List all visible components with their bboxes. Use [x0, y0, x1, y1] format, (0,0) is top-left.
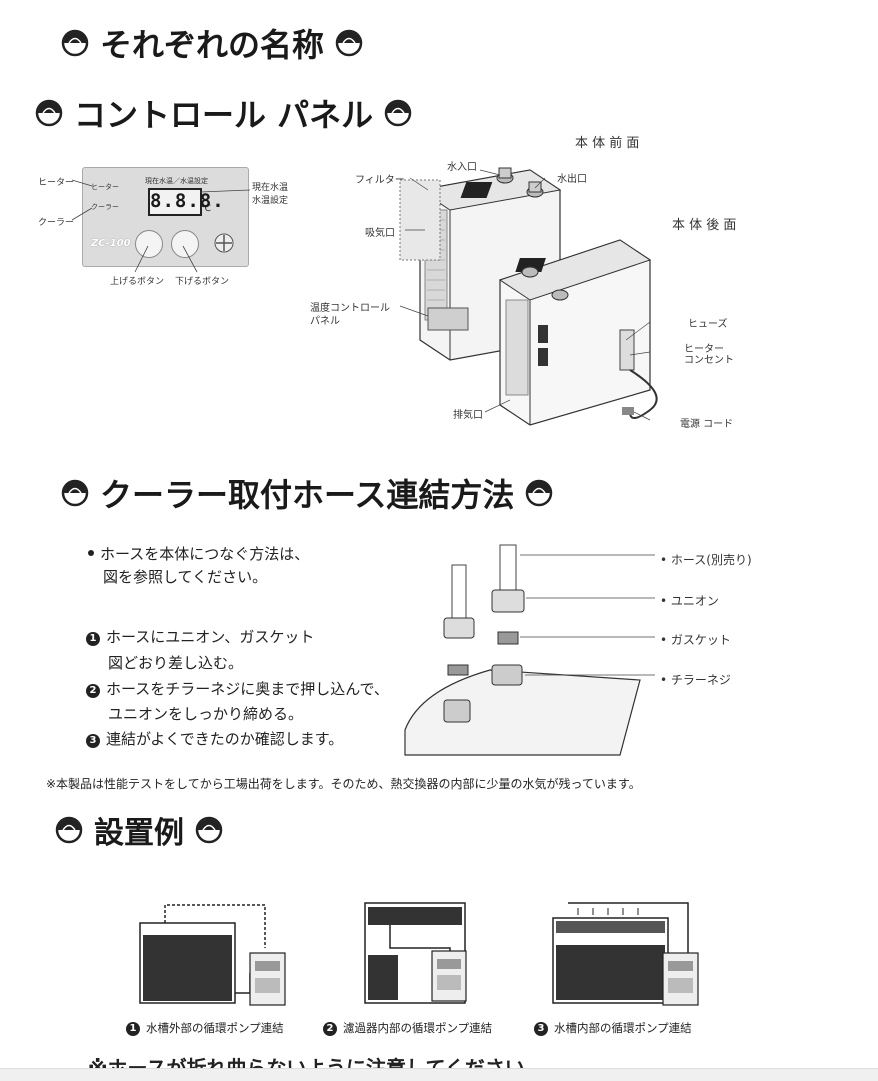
panel-heater-indicator: ヒーター	[91, 183, 119, 191]
label-temp-setting: 水温設定	[252, 196, 289, 206]
label-chiller-screw: • チラーネジ	[660, 673, 731, 687]
shell-icon	[195, 816, 223, 844]
label-power-cord: 電源 コード	[680, 419, 734, 430]
label-filter: フィルター	[355, 175, 405, 186]
cutoff-note: ※ホースが折れ曲らないように注意してください。	[88, 1056, 545, 1068]
install-example-2	[364, 902, 467, 1004]
shell-icon	[526, 479, 553, 507]
shell-icon	[61, 29, 89, 57]
heading-install: 設置例	[54, 808, 224, 852]
shell-icon	[61, 479, 89, 507]
label-exhaust: 排気口	[453, 410, 483, 421]
heading-control-panel: コントロール パネル	[34, 90, 413, 136]
label-gasket: • ガスケット	[660, 633, 731, 647]
label-back: 本 体 後 面	[672, 218, 737, 233]
step-3-marker: 3	[86, 734, 100, 748]
factory-note: ※本製品は性能テストをしてから工場出荷をします。そのため、熱交換器の内部に少量の…	[46, 777, 641, 791]
label-cooler: クーラー	[38, 218, 75, 228]
down-button[interactable]	[171, 230, 199, 258]
step-2-marker: 2	[86, 684, 100, 698]
heading-control-panel-text: コントロール パネル	[74, 96, 374, 134]
label-heater-outlet-2: コンセント	[684, 355, 734, 366]
shell-icon	[335, 29, 363, 57]
temperature-unit: ℃	[201, 204, 212, 214]
label-down-button: 下げるボタン	[175, 277, 230, 287]
label-outlet: 水出口	[557, 174, 587, 185]
hose-intro-1: ホースを本体につなぐ方法は、	[88, 543, 309, 564]
hose-connection-diagram	[404, 544, 655, 756]
hose-intro-2: 図を参照してください。	[103, 568, 268, 586]
label-inlet: 水入口	[447, 162, 477, 173]
label-hose: • ホース(別売り)	[660, 553, 752, 567]
shell-icon	[384, 99, 412, 127]
shell-icon	[55, 816, 83, 844]
panel-cooler-indicator: クーラー	[91, 203, 119, 211]
step-1-marker: 1	[86, 632, 100, 646]
bullet-icon	[88, 550, 94, 556]
brand-logo-icon	[214, 233, 234, 253]
install-step-2-marker: 2	[323, 1022, 337, 1036]
label-fuse: ヒューズ	[688, 319, 728, 330]
panel-header: 現在水温／水温設定	[145, 177, 208, 185]
label-current-temp: 現在水温	[252, 183, 289, 193]
heading-hose: クーラー取付ホース連結方法	[60, 470, 554, 516]
heading-names-text: それぞれの名称	[100, 26, 325, 64]
control-panel-illustration: 現在水温／水温設定 ヒーター クーラー 8.8.8. ℃ ZC-100	[82, 167, 249, 267]
chiller-unit-illustration	[399, 167, 658, 426]
panel-model: ZC-100	[91, 238, 131, 249]
label-panel-1: 温度コントロール	[310, 303, 390, 314]
install-example-3	[552, 902, 699, 1006]
hose-step-2b: ユニオンをしっかり締める。	[108, 705, 304, 723]
label-front: 本 体 前 面	[575, 136, 640, 151]
label-heater: ヒーター	[38, 178, 75, 188]
bottom-bar	[0, 1068, 878, 1081]
install-step-1-marker: 1	[126, 1022, 140, 1036]
label-union: • ユニオン	[660, 594, 719, 608]
install-example-1	[139, 904, 286, 1006]
heading-hose-text: クーラー取付ホース連結方法	[100, 476, 515, 514]
label-intake: 吸気口	[365, 228, 395, 239]
shell-icon	[35, 99, 63, 127]
panel-leader-lines	[71, 179, 251, 273]
label-up-button: 上げるボタン	[110, 277, 165, 287]
chiller-back-unit	[498, 239, 658, 426]
hose-step-1b: 図どおり差し込む。	[108, 654, 244, 672]
label-panel-2: パネル	[310, 316, 340, 327]
heading-names: それぞれの名称	[60, 20, 364, 66]
up-button[interactable]	[135, 230, 163, 258]
heading-install-text: 設置例	[94, 816, 184, 851]
label-heater-outlet-1: ヒーター	[684, 344, 724, 355]
install-step-3-marker: 3	[534, 1022, 548, 1036]
